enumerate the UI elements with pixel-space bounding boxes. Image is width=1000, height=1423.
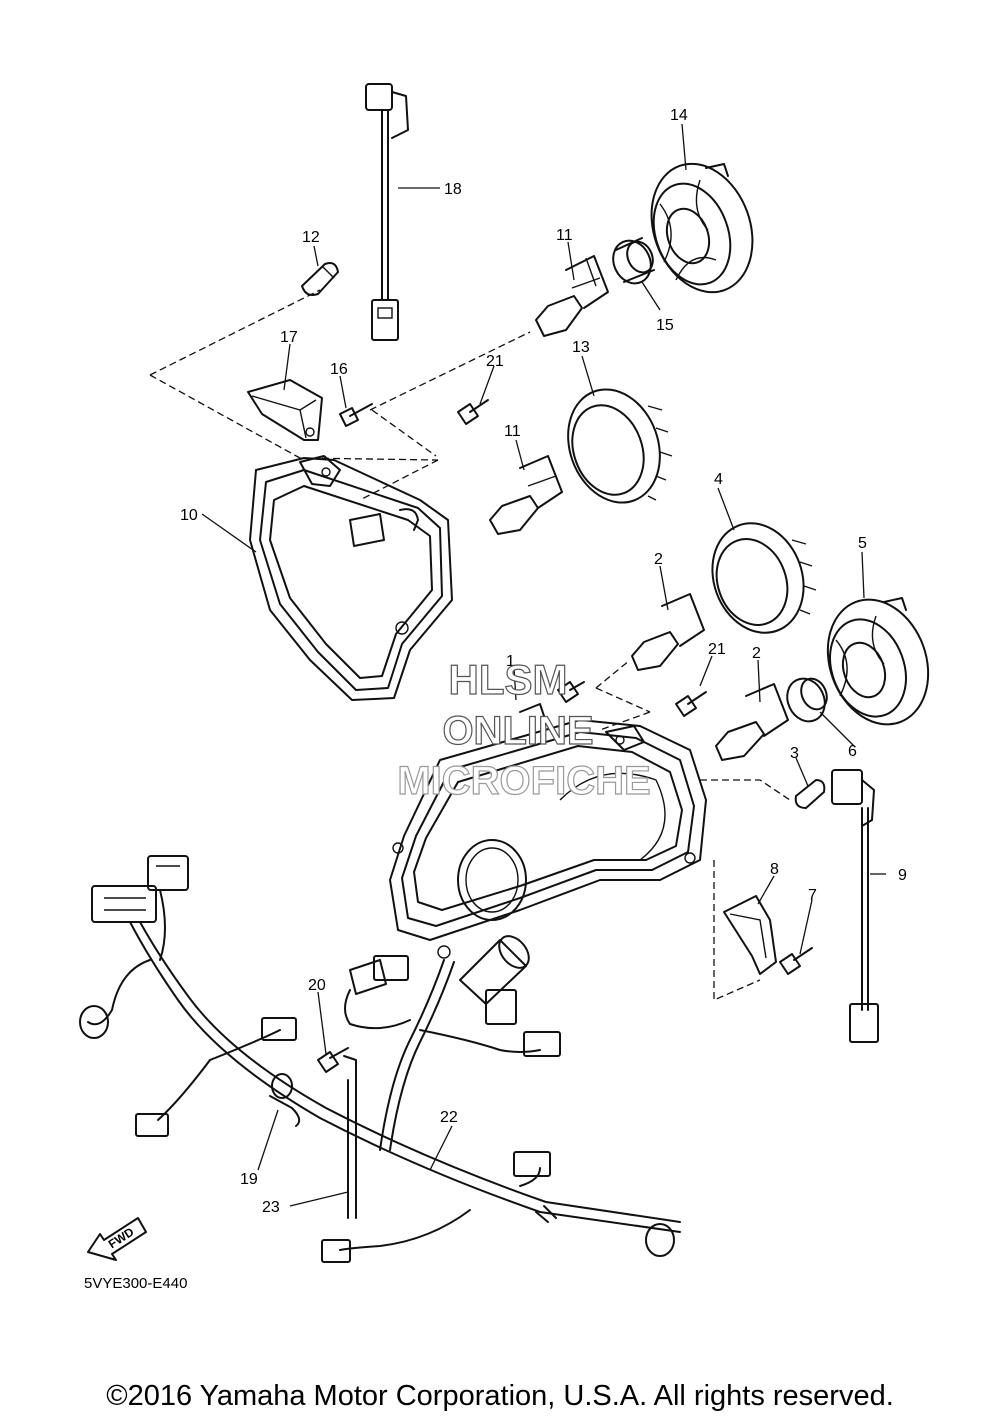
callout-4: 4 bbox=[714, 471, 723, 488]
callout-15: 15 bbox=[656, 317, 674, 334]
part-1-headlight-lower bbox=[389, 703, 707, 941]
callout-8: 8 bbox=[770, 861, 779, 878]
part-14-rear-cover bbox=[650, 162, 754, 294]
part-11-middle-bulb bbox=[489, 455, 563, 535]
callout-7: 7 bbox=[808, 887, 817, 904]
part-2-lower-bulb bbox=[715, 683, 789, 761]
part-7-screw bbox=[779, 947, 813, 975]
part-11-upper-bulb bbox=[535, 255, 609, 337]
watermark-line-2: ONLINE bbox=[442, 709, 593, 753]
callout-9: 9 bbox=[898, 867, 907, 884]
callout-labels: 14 18 12 11 15 13 17 16 21 11 10 4 5 2 1… bbox=[180, 107, 907, 1216]
callout-14: 14 bbox=[670, 107, 688, 124]
part-12-bulb bbox=[301, 262, 339, 296]
callout-12: 12 bbox=[302, 229, 320, 246]
part-4-cover-ring bbox=[711, 522, 817, 634]
part-5-rear-cover bbox=[826, 597, 930, 726]
part-18-lead-wire bbox=[365, 83, 409, 341]
part-3-bulb bbox=[794, 779, 826, 809]
part-6-bulb-cover bbox=[786, 677, 828, 723]
diagram-code: 5VYE300-E440 bbox=[84, 1275, 187, 1292]
part-23-band bbox=[343, 1055, 357, 1219]
callout-1: 1 bbox=[506, 653, 515, 670]
callout-20: 20 bbox=[308, 977, 326, 994]
leader-lines bbox=[201, 123, 886, 1207]
callout-22: 22 bbox=[440, 1109, 458, 1126]
callout-21-upper: 21 bbox=[486, 353, 504, 370]
callout-11-upper: 11 bbox=[556, 227, 573, 244]
callout-2-lower: 2 bbox=[752, 645, 761, 662]
watermark: HLSM ONLINE MICROFICHE bbox=[397, 655, 652, 803]
part-2-upper-bulb bbox=[631, 593, 705, 671]
part-9-lead-wire bbox=[831, 769, 879, 1043]
part-21-upper-screw bbox=[457, 399, 489, 425]
callout-23: 23 bbox=[262, 1199, 280, 1216]
copyright-notice: ©2016 Yamaha Motor Corporation, U.S.A. A… bbox=[106, 1380, 894, 1412]
callout-5: 5 bbox=[858, 535, 867, 552]
part-21-lower-screw bbox=[675, 691, 707, 717]
callout-10: 10 bbox=[180, 507, 198, 524]
part-19-clamp bbox=[269, 1073, 301, 1127]
part-8-bracket bbox=[723, 895, 777, 975]
part-13-cover-ring bbox=[567, 388, 673, 504]
callout-19: 19 bbox=[240, 1171, 258, 1188]
part-17-bracket bbox=[247, 379, 323, 441]
part-22-wire-harness bbox=[79, 855, 681, 1263]
callout-16: 16 bbox=[330, 361, 348, 378]
screw-near-part-1 bbox=[557, 681, 585, 703]
callout-21-lower: 21 bbox=[708, 641, 726, 658]
part-20-screw bbox=[317, 1047, 349, 1073]
watermark-line-1: HLSM bbox=[449, 656, 568, 703]
part-10-headlight-upper bbox=[249, 455, 453, 701]
callout-3: 3 bbox=[790, 745, 799, 762]
part-15-bulb-cover bbox=[612, 237, 655, 285]
part-16-screw bbox=[339, 403, 373, 427]
callout-13: 13 bbox=[572, 339, 590, 356]
callout-17: 17 bbox=[280, 329, 298, 346]
callout-18: 18 bbox=[444, 181, 462, 198]
reference-lines-upper bbox=[149, 289, 531, 501]
fwd-arrow: FWD bbox=[87, 1217, 147, 1261]
callout-11-middle: 11 bbox=[504, 423, 521, 440]
callout-6: 6 bbox=[848, 743, 857, 760]
watermark-line-3: MICROFICHE bbox=[397, 759, 650, 803]
reference-lines-lower bbox=[595, 659, 791, 1001]
callout-2-upper: 2 bbox=[654, 551, 663, 568]
